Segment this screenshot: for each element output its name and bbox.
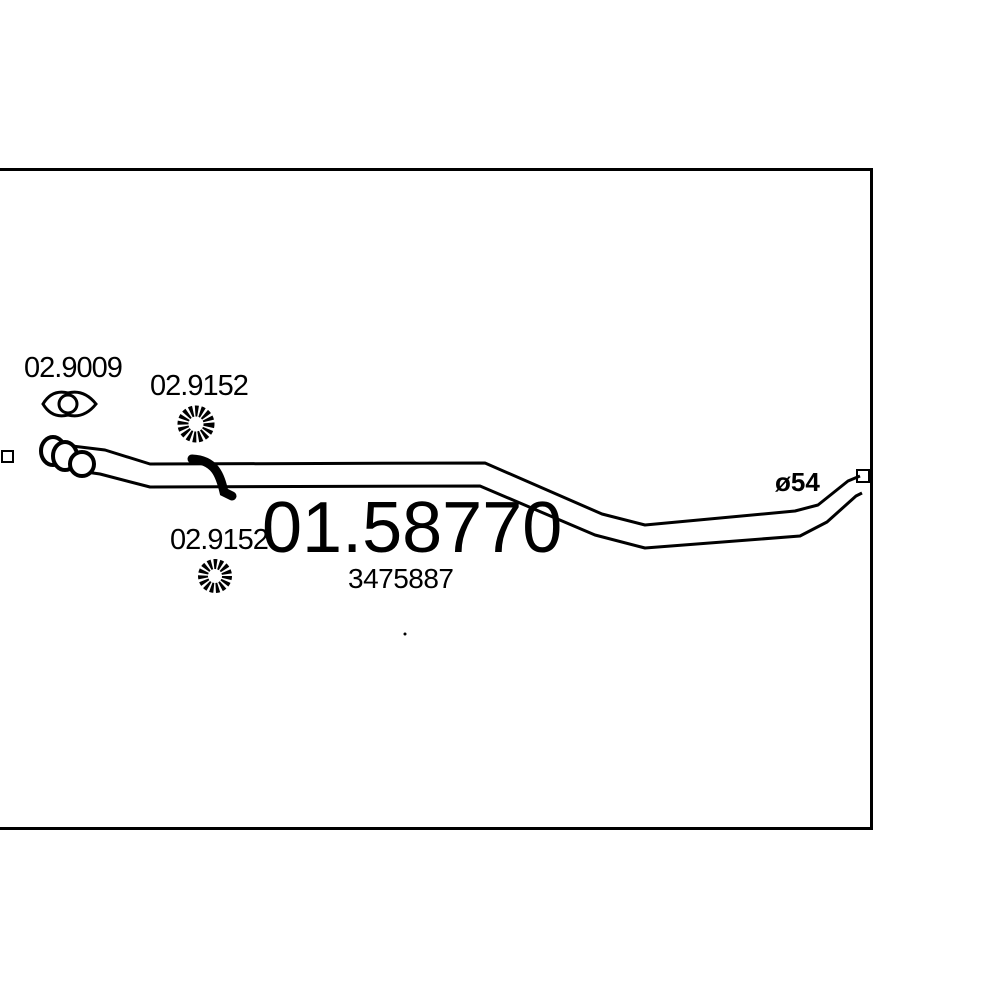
diameter-label: ø54 <box>775 467 820 497</box>
hanger-hook <box>187 454 237 501</box>
flange <box>39 435 96 478</box>
dot-mark <box>403 632 407 636</box>
oem-number: 3475887 <box>348 563 454 594</box>
part-label-mount-top: 02.9152 <box>150 370 249 402</box>
pipe-body <box>71 444 863 550</box>
part-label-gasket: 02.9009 <box>24 352 123 384</box>
left-end-marker <box>1 450 14 463</box>
part-label-mount-bottom: 02.9152 <box>170 524 269 556</box>
main-part-number: 01.58770 <box>262 488 563 568</box>
drawing-frame <box>0 168 873 830</box>
rubber-mount-icon <box>177 405 215 443</box>
rubber-mount-icon <box>198 559 232 593</box>
gasket-icon <box>41 390 98 418</box>
